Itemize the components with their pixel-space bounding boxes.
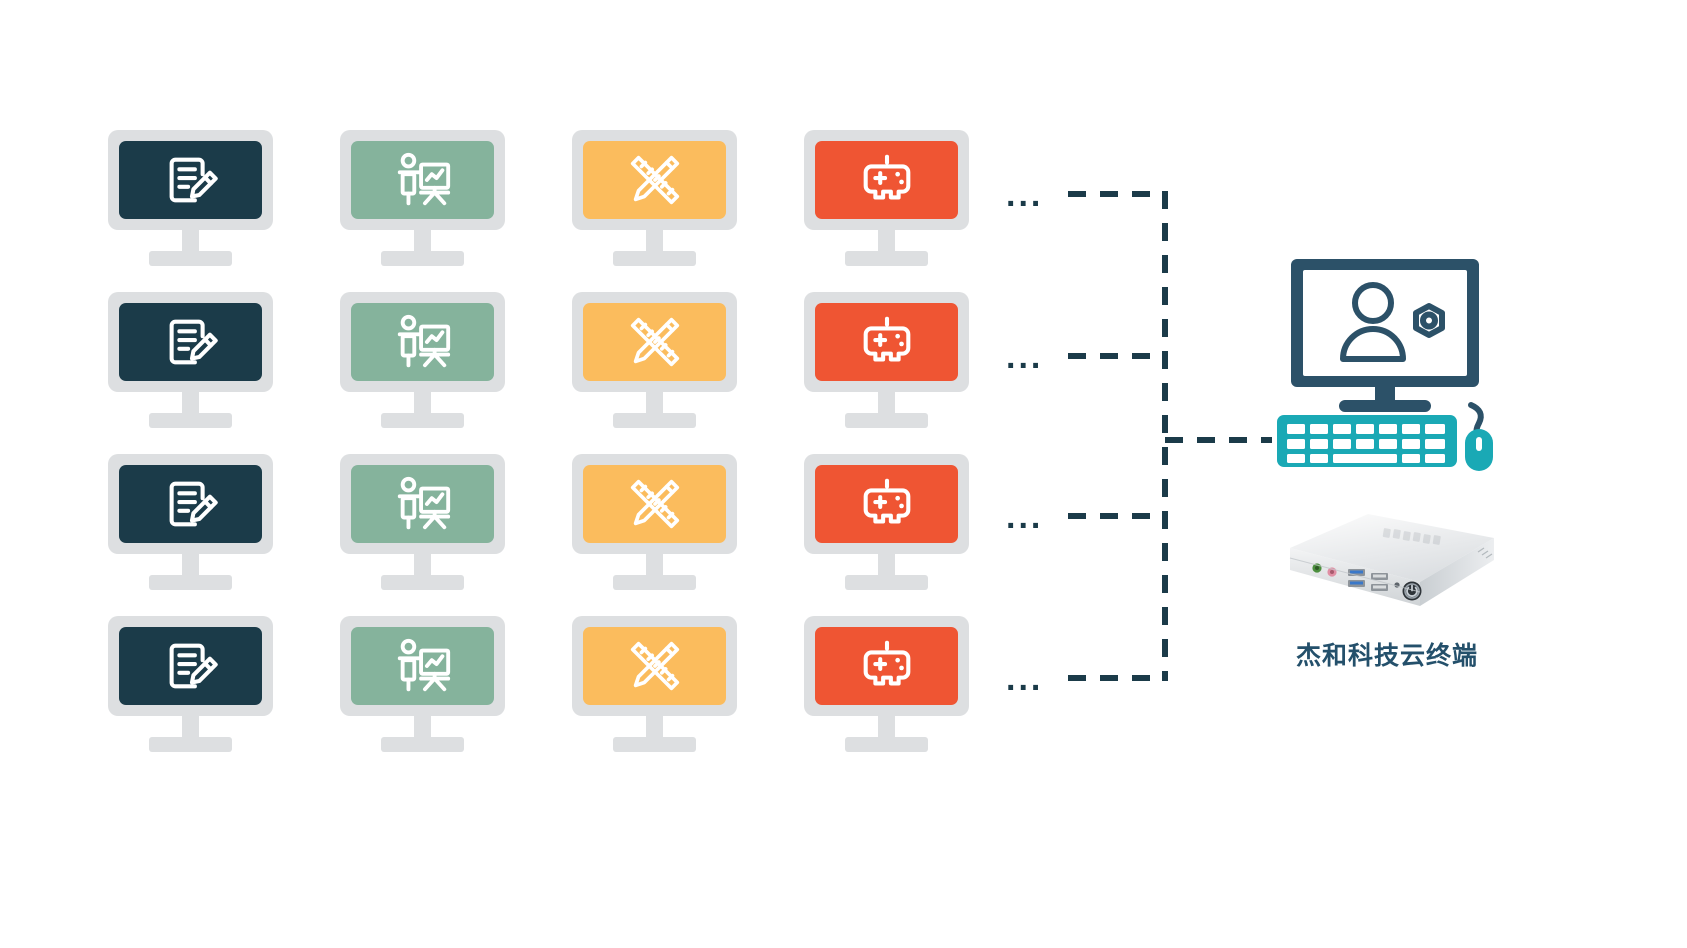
monitor-neck	[414, 392, 431, 416]
row-ellipsis-3: ...	[1006, 498, 1044, 536]
mini-pc-vents	[1477, 547, 1493, 559]
client-monitor-grid: ...	[108, 130, 1040, 770]
monitor-base	[613, 737, 696, 752]
client-monitor-r1c3[interactable]	[572, 130, 737, 270]
ruler-pencil-icon	[630, 155, 679, 205]
monitor-screen	[119, 141, 262, 219]
client-monitor-r3c1[interactable]	[108, 454, 273, 594]
monitor-neck	[646, 392, 663, 416]
monitor-screen	[583, 465, 726, 543]
monitor-screen	[119, 627, 262, 705]
monitor-neck	[182, 392, 199, 416]
monitor-base	[381, 251, 464, 266]
row-ellipsis-1: ...	[1006, 176, 1044, 214]
monitor-base	[381, 413, 464, 428]
monitor-neck	[414, 716, 431, 740]
row-ellipsis-2: ...	[1006, 338, 1044, 376]
client-monitor-r1c1[interactable]	[108, 130, 273, 270]
mini-pc-logo	[1382, 528, 1441, 545]
monitor-base	[613, 413, 696, 428]
monitor-base	[149, 413, 232, 428]
document-edit-icon	[169, 319, 218, 365]
monitor-screen	[119, 465, 262, 543]
ruler-pencil-icon	[630, 479, 679, 529]
monitor-screen	[815, 303, 958, 381]
presentation-board-icon	[397, 152, 450, 206]
admin-monitor-icon	[1291, 259, 1479, 412]
monitor-neck	[414, 554, 431, 578]
document-edit-icon	[169, 643, 218, 689]
monitor-neck	[414, 230, 431, 254]
monitor-neck	[182, 554, 199, 578]
monitor-screen	[583, 627, 726, 705]
monitor-neck	[878, 230, 895, 254]
client-monitor-r3c2[interactable]	[340, 454, 505, 594]
monitor-base	[149, 737, 232, 752]
monitor-screen	[351, 303, 494, 381]
client-monitor-r4c1[interactable]	[108, 616, 273, 756]
monitor-base	[613, 251, 696, 266]
mini-pc-top	[1290, 514, 1494, 582]
presentation-board-icon	[397, 476, 450, 530]
monitor-neck	[646, 554, 663, 578]
monitor-neck	[182, 716, 199, 740]
client-monitor-r4c3[interactable]	[572, 616, 737, 756]
client-monitor-r4c2[interactable]	[340, 616, 505, 756]
row-ellipsis-4: ...	[1006, 660, 1044, 698]
mini-pc-device[interactable]	[1272, 500, 1502, 630]
document-edit-icon	[169, 157, 218, 203]
user-settings-icon	[1340, 282, 1445, 362]
monitor-base	[845, 575, 928, 590]
mini-pc-front	[1290, 548, 1420, 606]
monitor-neck	[878, 554, 895, 578]
monitor-base	[845, 737, 928, 752]
client-monitor-r2c1[interactable]	[108, 292, 273, 432]
monitor-screen	[583, 303, 726, 381]
client-monitor-r2c2[interactable]	[340, 292, 505, 432]
monitor-screen	[815, 141, 958, 219]
presentation-board-icon	[397, 314, 450, 368]
monitor-base	[381, 575, 464, 590]
terminal-label: 杰和科技云终端	[1295, 641, 1478, 670]
client-monitor-r1c4[interactable]	[804, 130, 969, 270]
monitor-neck	[878, 392, 895, 416]
monitor-screen	[583, 141, 726, 219]
monitor-screen	[815, 627, 958, 705]
client-monitor-r2c4[interactable]	[804, 292, 969, 432]
mouse-icon	[1465, 429, 1493, 471]
client-monitor-r1c2[interactable]	[340, 130, 505, 270]
monitor-neck	[878, 716, 895, 740]
monitor-screen	[351, 465, 494, 543]
mini-pc-side	[1420, 538, 1494, 606]
client-monitor-r3c3[interactable]	[572, 454, 737, 594]
monitor-base	[149, 251, 232, 266]
monitor-base	[381, 737, 464, 752]
ruler-pencil-icon	[630, 317, 679, 367]
monitor-screen	[351, 141, 494, 219]
client-monitor-r2c3[interactable]	[572, 292, 737, 432]
gamepad-icon	[863, 154, 910, 200]
presentation-board-icon	[397, 638, 450, 692]
gamepad-icon	[863, 640, 910, 686]
client-monitor-r4c4[interactable]	[804, 616, 969, 756]
gamepad-icon	[863, 478, 910, 524]
monitor-screen	[351, 627, 494, 705]
monitor-base	[149, 575, 232, 590]
cloud-terminal-workstation[interactable]	[1275, 255, 1495, 475]
monitor-neck	[646, 230, 663, 254]
keyboard-icon	[1277, 415, 1457, 467]
gamepad-icon	[863, 316, 910, 362]
monitor-screen	[815, 465, 958, 543]
monitor-neck	[182, 230, 199, 254]
document-edit-icon	[169, 481, 218, 527]
monitor-base	[845, 251, 928, 266]
monitor-neck	[646, 716, 663, 740]
monitor-base	[845, 413, 928, 428]
monitor-base	[613, 575, 696, 590]
monitor-screen	[119, 303, 262, 381]
client-monitor-r3c4[interactable]	[804, 454, 969, 594]
ruler-pencil-icon	[630, 641, 679, 691]
